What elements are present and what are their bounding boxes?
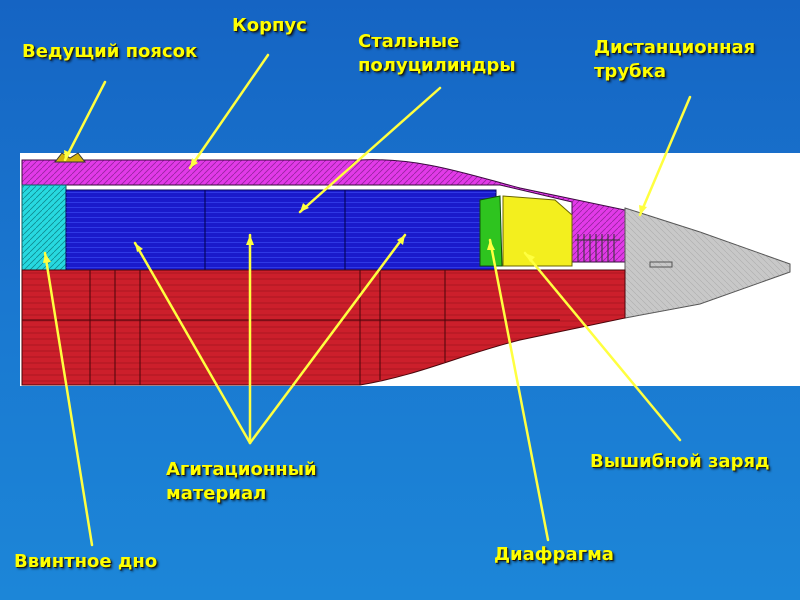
body-casing-hatch xyxy=(22,159,625,262)
label-half-cylinders: Стальные полуцилиндры xyxy=(358,31,516,76)
arrowhead xyxy=(246,235,254,245)
screw-base-hatch xyxy=(22,185,66,270)
lower-casing-details xyxy=(22,270,560,385)
leader-line-expelling-charge xyxy=(523,251,682,442)
time-fuse-hatch xyxy=(625,208,790,318)
leader-line-screw-base xyxy=(43,251,94,547)
label-body: Корпус xyxy=(232,15,307,36)
leading-band xyxy=(53,152,87,163)
label-time-fuse: Дистанционная трубка xyxy=(594,37,756,82)
arrowhead xyxy=(43,253,51,263)
label-screw-base: Ввинтное дно xyxy=(14,551,158,572)
leader-line-body xyxy=(188,53,270,170)
lower-casing-hatch xyxy=(22,270,625,385)
label-expelling-charge: Вышибной заряд xyxy=(590,451,770,472)
diaphragm-part xyxy=(479,195,503,267)
arrowhead xyxy=(300,203,309,212)
arrowhead xyxy=(397,235,405,245)
label-diaphragm: Диафрагма xyxy=(494,544,614,565)
label-agitation-material: Агитационный материал xyxy=(166,459,317,504)
fuse-slot xyxy=(649,261,673,268)
arrowhead xyxy=(190,158,198,168)
arrowhead xyxy=(525,253,535,262)
leader-line-agitation-3 xyxy=(248,233,407,445)
label-leading-band: Ведущий поясок xyxy=(22,41,198,62)
leader-line-diaphragm xyxy=(488,238,550,542)
leader-line-half-cylinders xyxy=(298,86,442,214)
leader-line-leading-band xyxy=(63,80,107,162)
expelling-charge xyxy=(502,195,573,267)
leader-line-time-fuse xyxy=(638,95,692,217)
leader-line-agitation-1 xyxy=(133,241,252,445)
arrowhead xyxy=(487,240,495,250)
arrowhead xyxy=(64,150,71,160)
fuse-spring xyxy=(575,234,620,262)
arrowhead xyxy=(639,205,647,215)
arrowhead xyxy=(135,243,143,252)
half-cylinders-hatch xyxy=(66,190,496,270)
